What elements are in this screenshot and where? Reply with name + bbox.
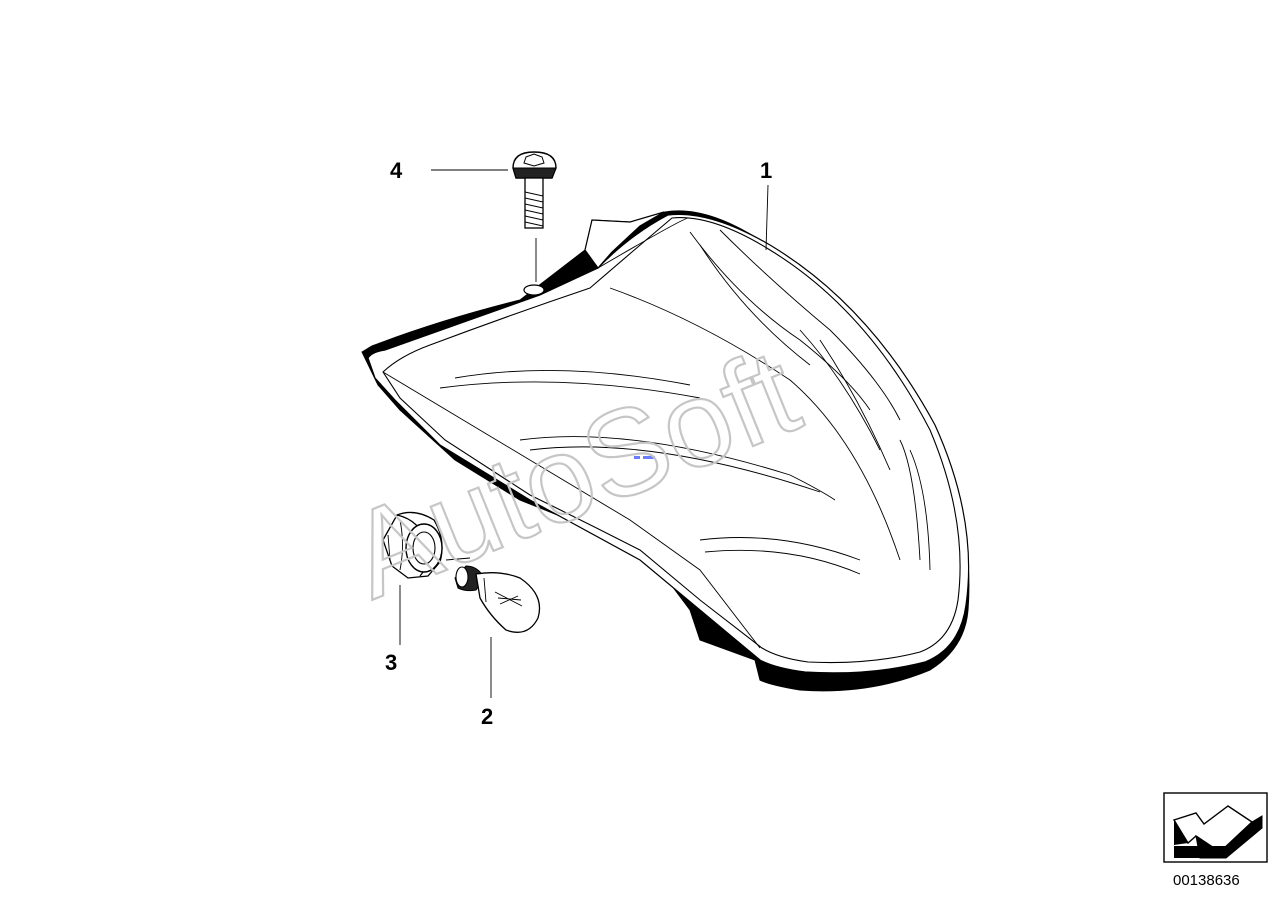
tail-light-housing-icon xyxy=(361,210,970,692)
bulb-icon xyxy=(454,565,541,633)
callout-2: 2 xyxy=(481,704,493,729)
screw-icon xyxy=(512,151,557,282)
arrow-direction-icon xyxy=(1163,792,1268,863)
bulb-socket-icon xyxy=(382,511,471,579)
reference-number: 00138636 xyxy=(1173,872,1240,889)
callout-1: 1 xyxy=(760,158,772,183)
leader-line-1 xyxy=(765,184,769,251)
callout-4: 4 xyxy=(390,158,403,183)
callout-3: 3 xyxy=(385,650,397,675)
